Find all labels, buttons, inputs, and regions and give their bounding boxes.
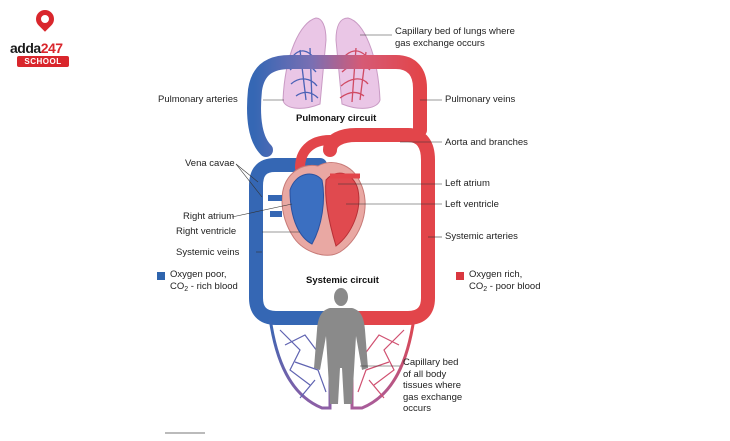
label-systemic-circuit: Systemic circuit <box>306 275 379 286</box>
logo-tag: SCHOOL <box>17 56 69 67</box>
logo-brand: adda <box>10 40 41 56</box>
label-systemic-arteries: Systemic arteries <box>445 231 518 242</box>
leader-lines <box>231 34 442 367</box>
label-aorta: Aorta and branches <box>445 137 528 148</box>
legend-oxygen-poor: Oxygen poor, CO2 - rich blood <box>170 269 238 293</box>
map-pin-icon <box>32 6 58 32</box>
label-right-ventricle: Right ventricle <box>176 226 237 237</box>
systemic-capillaries <box>268 316 416 410</box>
label-capillary-body: Capillary bed of all body tissues where … <box>403 357 463 414</box>
heart <box>268 162 366 256</box>
pulmonary-loop <box>247 55 427 157</box>
adda247-logo: adda247 SCHOOL <box>6 4 69 67</box>
label-vena-cavae: Vena cavae <box>185 158 235 169</box>
label-left-ventricle: Left ventricle <box>445 199 499 210</box>
label-capillary-lungs: Capillary bed of lungs where gas exchang… <box>395 26 515 49</box>
human-figure <box>314 288 368 404</box>
label-pulmonary-circuit: Pulmonary circuit <box>296 113 377 124</box>
label-pulmonary-veins: Pulmonary veins <box>445 94 516 105</box>
label-right-atrium: Right atrium <box>183 211 235 222</box>
logo-number: 247 <box>40 40 63 56</box>
legend-swatch-oxygen-poor <box>157 272 165 280</box>
legend-oxygen-rich: Oxygen rich, CO2 - poor blood <box>469 269 541 293</box>
systemic-artery-loop <box>323 128 435 325</box>
label-left-atrium: Left atrium <box>445 178 490 189</box>
label-pulmonary-arteries: Pulmonary arteries <box>158 94 238 105</box>
legend-swatch-oxygen-rich <box>456 272 464 280</box>
systemic-vein-loop <box>249 158 337 325</box>
label-systemic-veins: Systemic veins <box>176 247 240 258</box>
aorta <box>295 135 335 173</box>
